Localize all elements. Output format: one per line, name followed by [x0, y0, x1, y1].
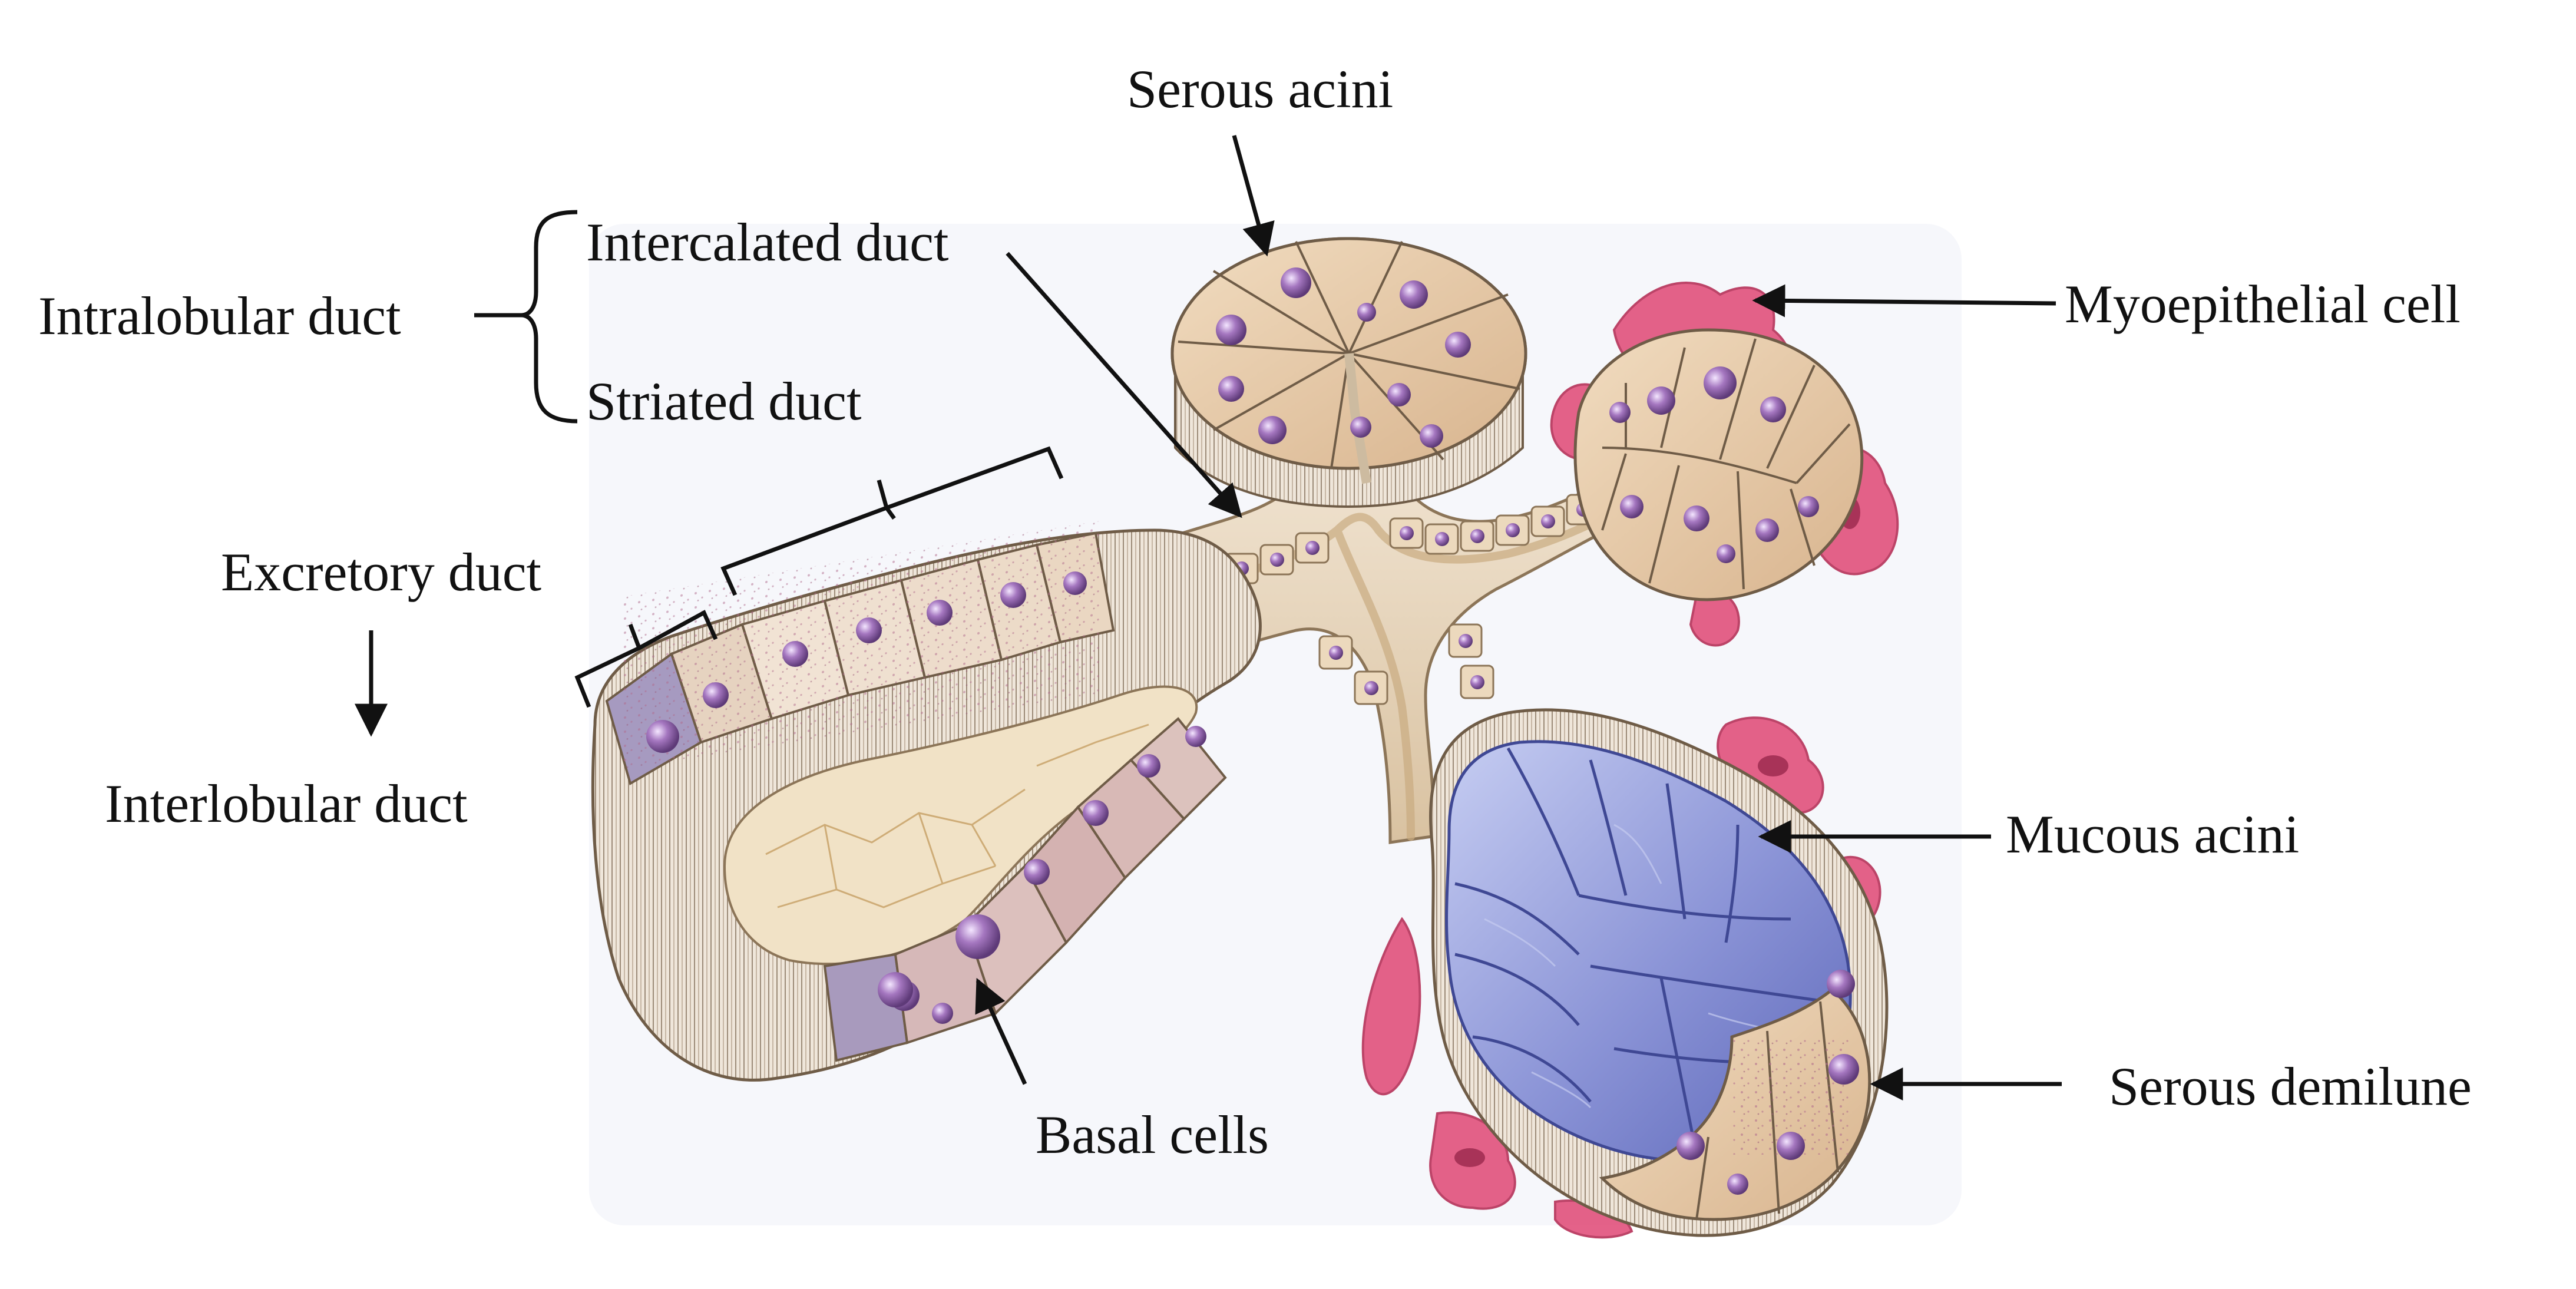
- label-serous-acini: Serous acini: [1127, 62, 1393, 116]
- intralobular-brace: [521, 212, 577, 421]
- label-intercalated-duct: Intercalated duct: [586, 215, 949, 269]
- label-interlobular-duct: Interlobular duct: [105, 776, 468, 831]
- label-serous-demilune: Serous demilune: [2109, 1059, 2472, 1113]
- label-basal-cells: Basal cells: [1036, 1108, 1269, 1162]
- label-mucous-acini: Mucous acini: [2006, 807, 2299, 861]
- label-excretory-duct: Excretory duct: [221, 545, 541, 599]
- label-intralobular-duct: Intralobular duct: [38, 289, 401, 343]
- serous-acinus-top: [1172, 239, 1526, 507]
- label-striated-duct: Striated duct: [586, 374, 862, 428]
- label-myoepithelial-cell: Myoepithelial cell: [2065, 277, 2461, 331]
